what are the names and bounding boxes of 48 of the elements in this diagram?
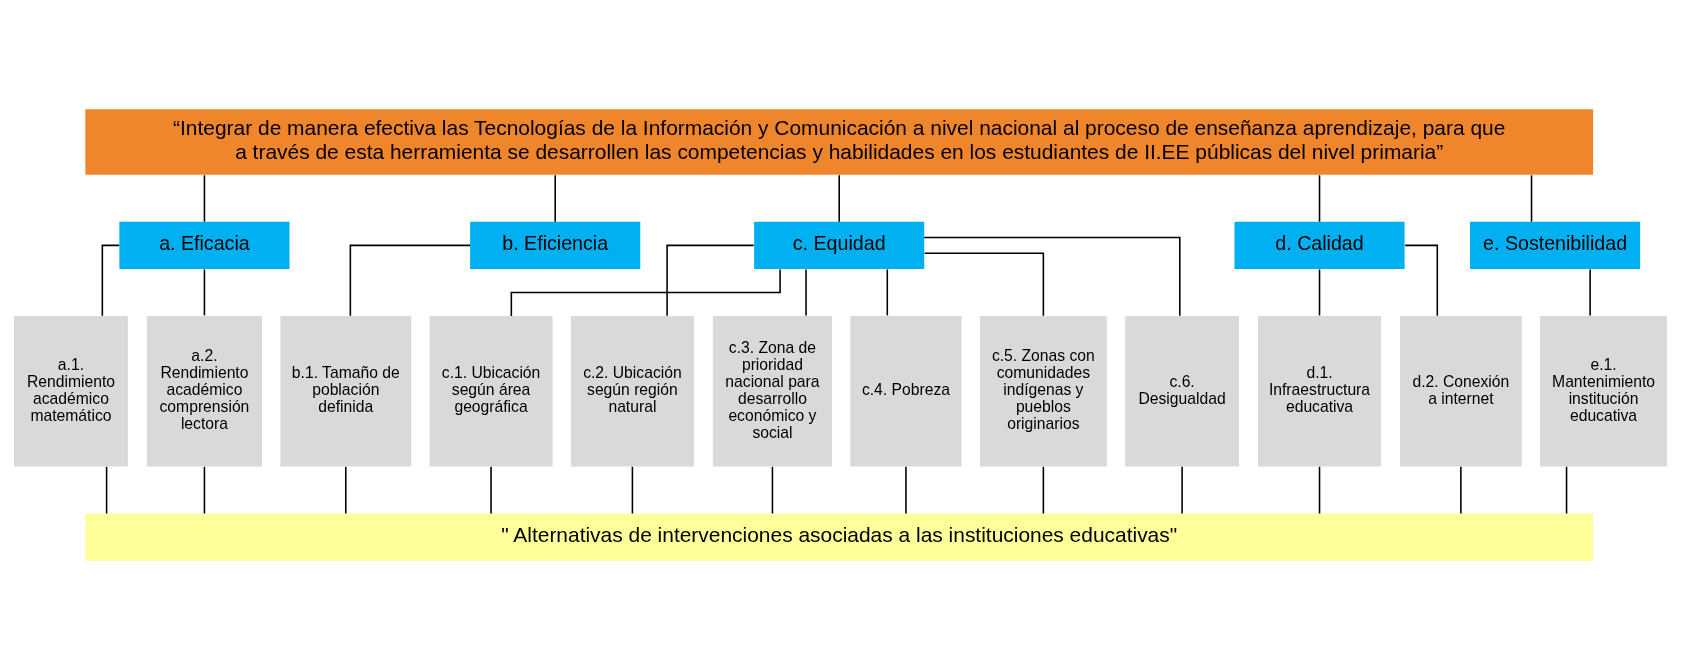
connector [1042,466,1045,515]
node-box: c.5. Zonas con comunidades indígenas y pueblos originarios [979,316,1107,467]
connector [1589,268,1591,317]
connector [771,466,774,515]
node-box: e. Sostenibilidad [1470,221,1641,269]
connector [1460,466,1462,515]
node-box: d.1. Infraestructura educativa [1258,316,1382,467]
node-box: c.1. Ubicación según área geográfica [429,316,553,467]
node-box: e.1. Mantenimiento institución educativa [1540,316,1667,467]
connector [345,466,347,515]
node-box: " Alternativas de intervenciones asociadas a las instituciones educativas" [85,513,1594,561]
connector [1404,244,1439,317]
connector [203,174,206,223]
connector [1318,268,1321,317]
connector [838,174,840,223]
node-box: c.3. Zona de prioridad nacional para desarrollo económico y social [712,316,832,467]
connector [805,268,807,317]
connector [923,252,1045,317]
connector [105,466,108,515]
node-box: c.6. Desigualdad [1125,316,1239,467]
connector [554,174,556,223]
connector [203,268,206,317]
connector [490,466,492,515]
connector [666,244,755,317]
node-box: b. Eficiencia [470,221,641,269]
connector [1565,466,1568,515]
connector [1318,466,1321,515]
connector [203,466,206,515]
node-box: c.2. Ubicación según región natural [570,316,694,467]
connector [905,466,907,515]
node-box: a.2. Rendimiento académico comprensión lectora [146,316,262,467]
node-box: a. Eficacia [119,221,290,269]
node-box: “Integrar de manera efectiva las Tecnologías de la Información y Comunicación a nivel nacional al proceso de enseñanza aprendizaje, para que a través de esta herramienta se desarrollen las competencias y habilidades en los estudiantes de II.EE públicas del nivel primaria” [85,109,1594,175]
connector [923,236,1181,317]
connector [1181,466,1183,515]
node-box: c.4. Pobreza [850,316,962,467]
connector [510,268,781,317]
connector [349,244,471,317]
connector [631,466,634,515]
connector [886,268,889,317]
node-box: d.2. Conexión a internet [1400,316,1522,467]
node-box: c. Equidad [754,221,925,269]
node-box: d. Calidad [1234,221,1405,269]
node-box: b.1. Tamaño de población definida [280,316,412,467]
node-box: a.1. Rendimiento académico matemático [14,316,128,467]
connector [1318,174,1321,223]
connector [101,244,120,317]
connector [1530,174,1533,223]
